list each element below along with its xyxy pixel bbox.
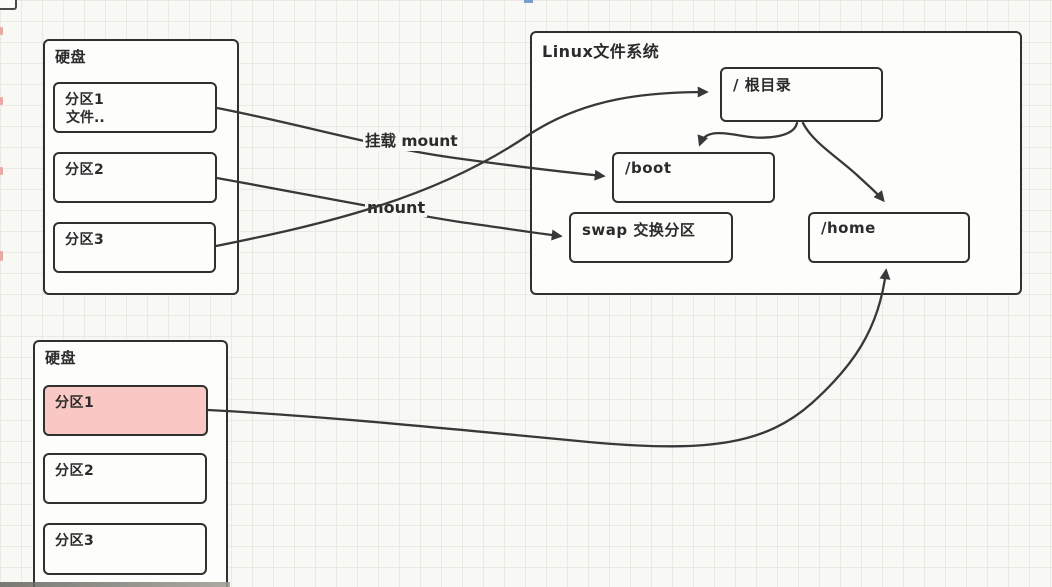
node-boot: /boot <box>612 152 775 203</box>
filesystem-title: Linux文件系统 <box>542 42 660 61</box>
disk1-partition1: 分区1 文件.. <box>53 82 217 133</box>
red-tick-artifact <box>0 97 3 105</box>
disk1-partition3: 分区3 <box>53 222 216 273</box>
node-boot-label: /boot <box>625 159 672 177</box>
node-root-label: / 根目录 <box>733 76 792 94</box>
disk2-title: 硬盘 <box>45 349 77 367</box>
disk2-partition3: 分区3 <box>43 523 207 575</box>
red-tick-artifact <box>0 27 3 35</box>
node-swap: swap 交换分区 <box>569 212 733 263</box>
disk2-partition2-label: 分区2 <box>55 463 95 479</box>
edge-disk2p1-to-home <box>206 268 891 448</box>
disk2-partition3-label: 分区3 <box>55 533 95 549</box>
disk2-partition1-label: 分区1 <box>55 395 95 411</box>
disk1-title: 硬盘 <box>55 48 87 66</box>
edge-label-mount-en: mount <box>365 198 428 218</box>
node-swap-label: swap 交换分区 <box>582 221 696 239</box>
edge-label-mount-zh: 挂载 mount <box>363 132 460 151</box>
disk1-partition2: 分区2 <box>53 152 217 203</box>
red-tick-artifact <box>0 167 3 175</box>
node-home-label: /home <box>821 219 876 237</box>
node-root: / 根目录 <box>720 67 883 122</box>
disk1-partition1-label: 分区1 <box>65 92 105 108</box>
node-home: /home <box>808 212 970 263</box>
disk1-partition2-label: 分区2 <box>65 162 105 178</box>
red-tick-artifact <box>0 251 3 261</box>
corner-fragment-artifact <box>0 0 17 10</box>
disk2-partition2: 分区2 <box>43 453 207 504</box>
disk2-partition1: 分区1 <box>43 385 208 436</box>
blue-dash-artifact <box>524 0 533 3</box>
bottom-edge-artifact <box>0 582 230 587</box>
disk1-partition3-label: 分区3 <box>65 232 105 248</box>
disk1-partition1-sublabel: 文件.. <box>66 110 105 126</box>
